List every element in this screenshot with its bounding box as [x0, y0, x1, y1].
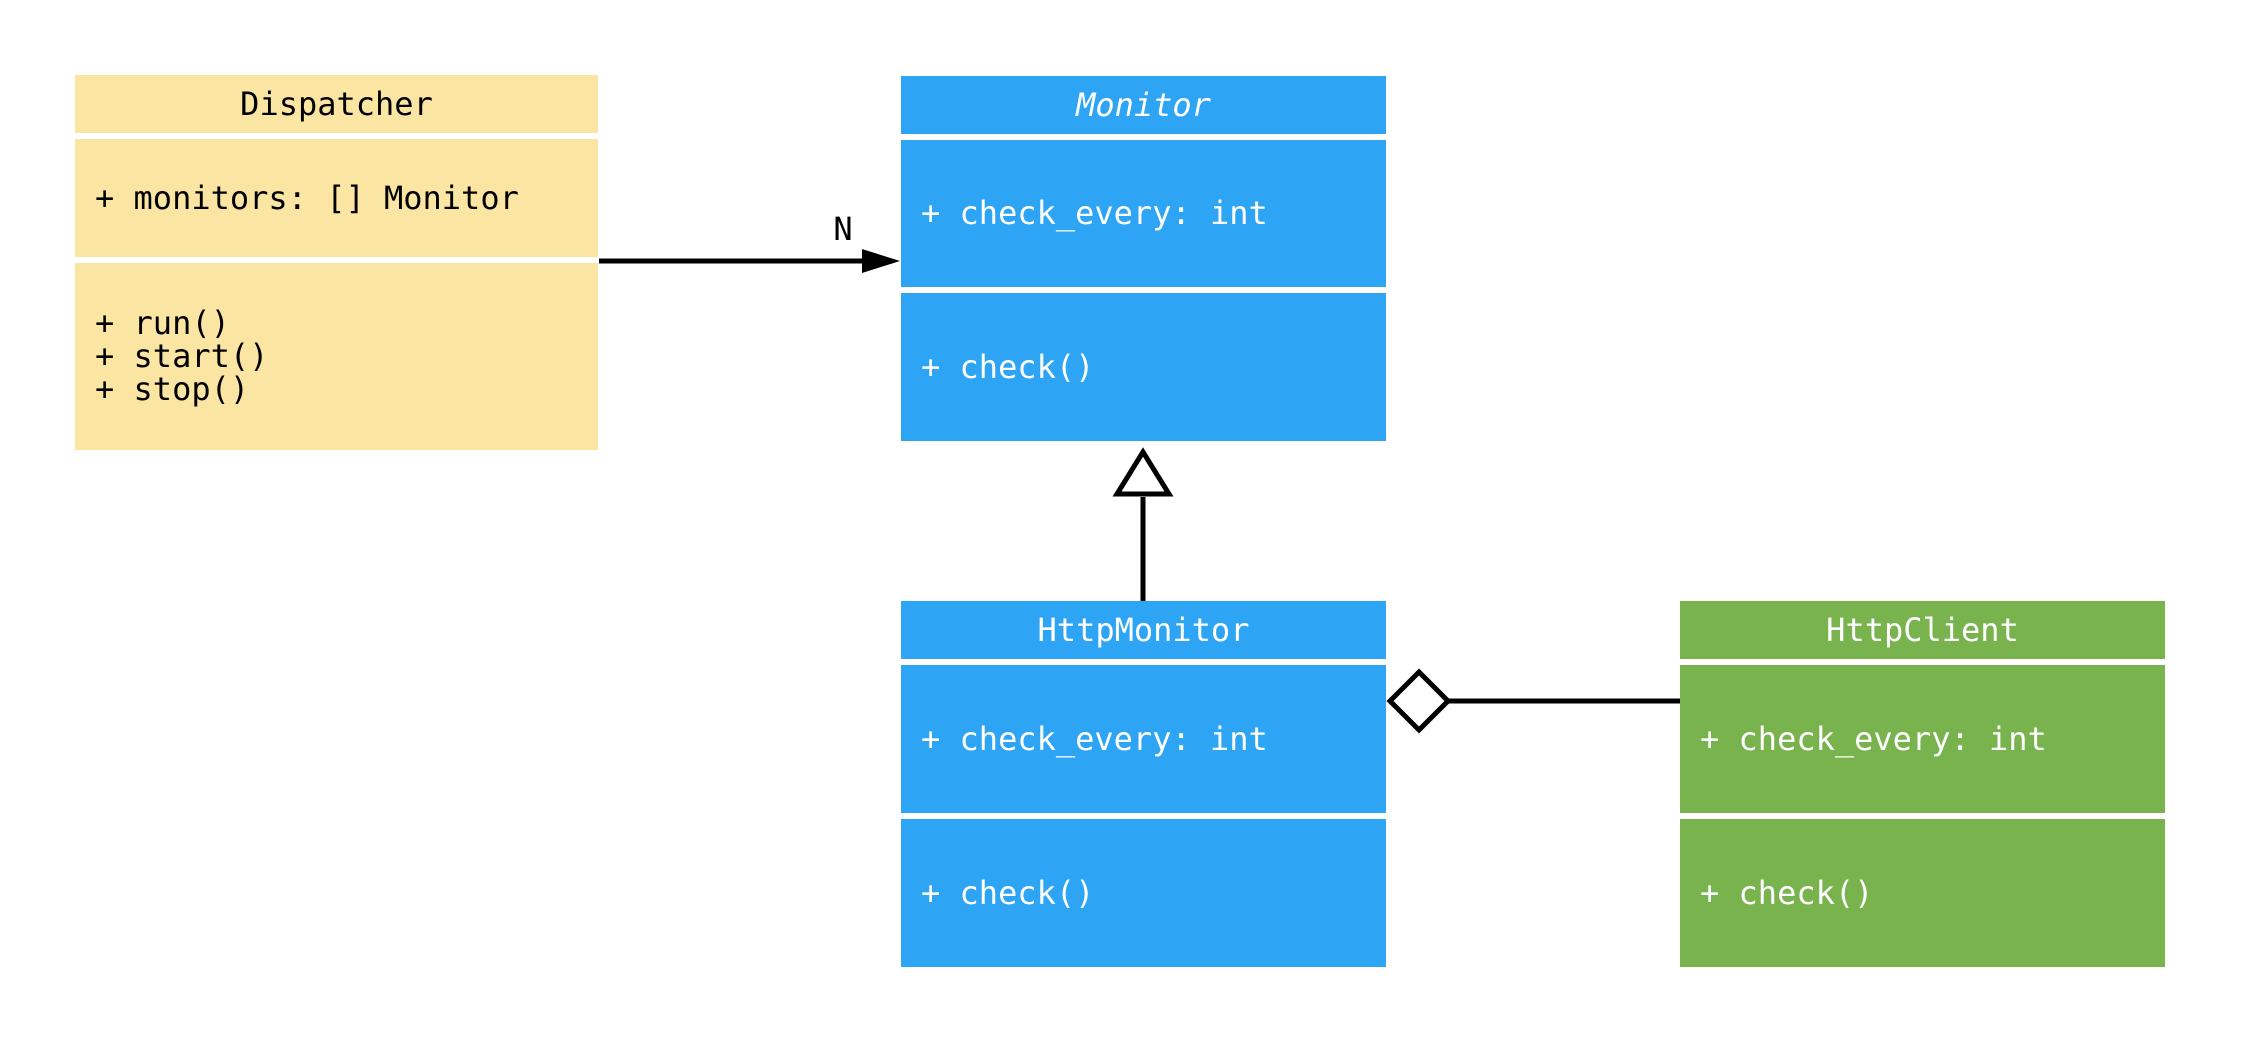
class-box-httpmonitor: HttpMonitor + check_every: int + check() [901, 601, 1386, 967]
class-name-label: Dispatcher [240, 84, 433, 123]
method-item: + check() [1700, 873, 1874, 912]
attribute-item: + check_every: int [921, 719, 1268, 758]
aggregation-diamond-icon [1386, 668, 1452, 734]
method-item: + stop() [95, 370, 250, 408]
attribute-item: + monitors: [] Monitor [95, 178, 519, 217]
class-name-label: HttpMonitor [1037, 610, 1250, 649]
inheritance-triangle-icon [1112, 447, 1174, 497]
class-box-dispatcher: Dispatcher + monitors: [] Monitor + run(… [75, 75, 598, 450]
attribute-item: + check_every: int [921, 194, 1268, 232]
attribute-item: + check_every: int [1700, 719, 2047, 758]
class-title: HttpMonitor [901, 601, 1386, 659]
attributes-compartment: + check_every: int [901, 140, 1386, 287]
method-item: + check() [921, 873, 1095, 912]
class-name-label: Monitor [1076, 85, 1211, 124]
class-name-label: HttpClient [1826, 610, 2019, 649]
attributes-compartment: + check_every: int [1680, 665, 2165, 813]
methods-compartment: + check() [1680, 819, 2165, 967]
association-arrowhead-icon [862, 249, 900, 273]
method-item: + run() [95, 304, 230, 342]
class-title: Monitor [901, 76, 1386, 134]
attributes-compartment: + check_every: int [901, 665, 1386, 813]
methods-compartment: + run() + start() + stop() [75, 263, 598, 450]
class-box-httpclient: HttpClient + check_every: int + check() [1680, 601, 2165, 967]
attributes-compartment: + monitors: [] Monitor [75, 139, 598, 257]
class-title: Dispatcher [75, 75, 598, 133]
class-box-monitor: Monitor + check_every: int + check() [901, 76, 1386, 441]
methods-compartment: + check() [901, 819, 1386, 967]
method-item: + check() [921, 347, 1095, 386]
methods-compartment: + check() [901, 293, 1386, 441]
method-item: + start() [95, 337, 269, 375]
class-title: HttpClient [1680, 601, 2165, 659]
multiplicity-label: N [833, 210, 852, 248]
